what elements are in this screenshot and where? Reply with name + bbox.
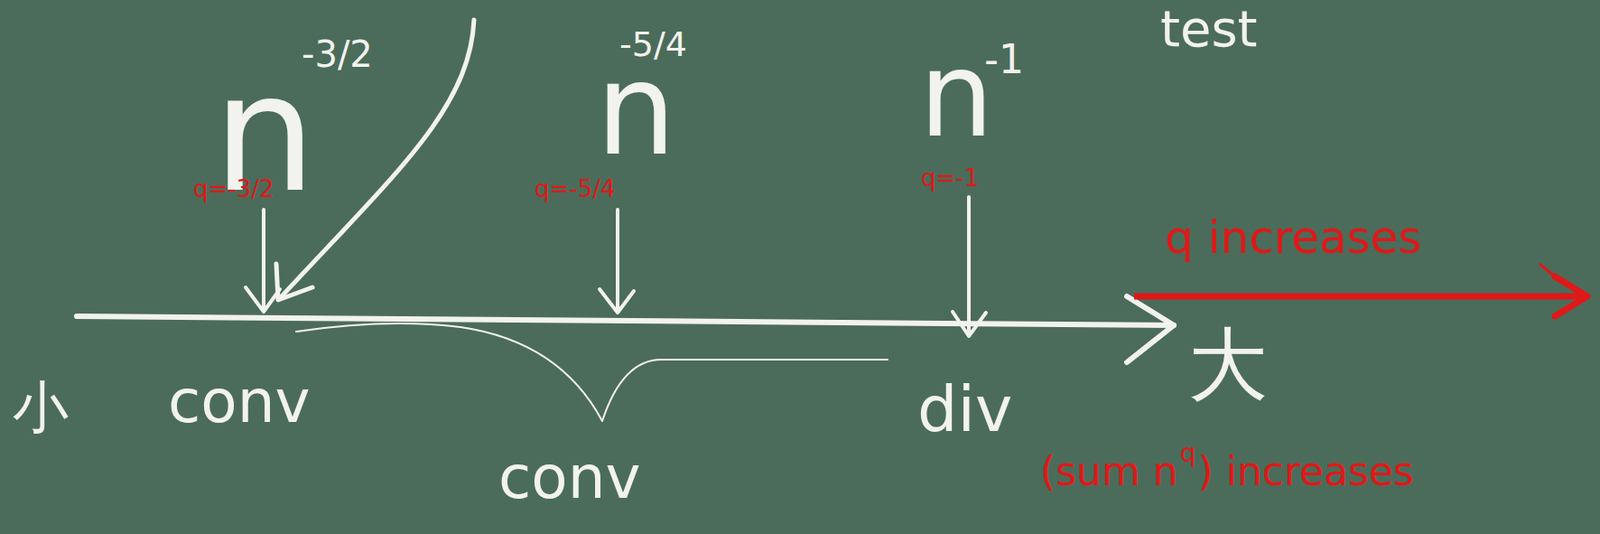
pointer-arrowhead [245,287,280,312]
exponent-value: q=-5/4 [534,176,616,201]
number-line [76,316,1174,326]
increase-arrowhead [1554,276,1588,317]
term-exponent: -1 [984,39,1024,80]
arrow-tick [1539,263,1555,277]
range-brace [296,323,888,421]
pointer-arrow [261,209,266,311]
sum-note: ) increases [1198,451,1415,492]
exponent-value: q=-3/2 [193,176,275,201]
term-base: n [595,46,677,174]
direction-note: q increases [1164,214,1422,261]
large-mark: 大 [1188,325,1268,405]
increase-arrow [1134,293,1585,300]
pointer-arrow [615,209,620,312]
convergence-note: conv [167,372,311,432]
divergence-note: div [917,377,1013,441]
exponent-value: q=-1 [920,166,979,190]
axis-arrowhead [1126,296,1174,363]
pointer-arrow [967,196,971,335]
pointer-arrowhead [599,288,634,313]
term-base: n [919,36,994,154]
board-note: test [1160,3,1258,55]
small-mark: 小 [12,379,69,436]
pointer-arrowhead [952,311,987,336]
term-exponent: -5/4 [619,27,688,62]
term-exponent: -3/2 [301,36,373,73]
convergence-note: conv [498,447,642,508]
sum-exponent: q [1180,440,1197,466]
curved-arrowhead [276,263,313,300]
sum-note: (sum n [1040,451,1179,492]
